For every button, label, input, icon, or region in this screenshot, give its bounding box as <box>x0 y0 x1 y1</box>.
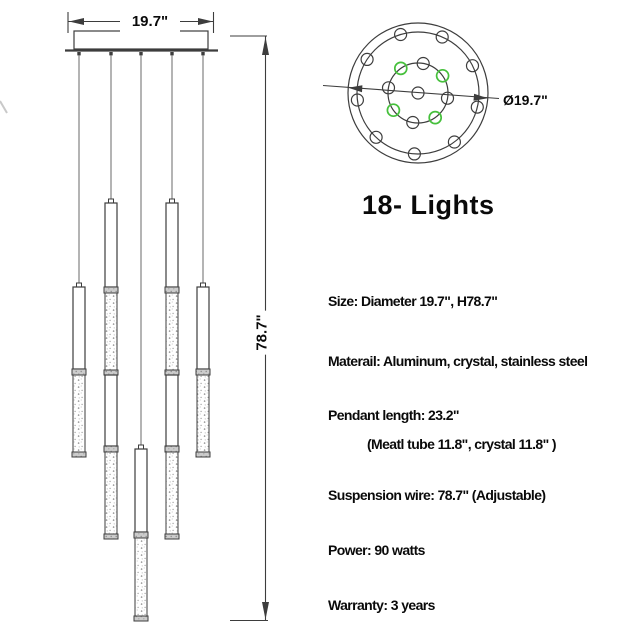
lights-count-title: 18- Lights <box>362 190 495 220</box>
green-light-marker <box>386 103 401 118</box>
spec-pendant-length: Pendant length: 23.2" <box>328 407 460 423</box>
spec-pendant-length-detail: (Meatl tube 11.8", crystal 11.8" ) <box>367 436 557 452</box>
spec-warranty: Warranty: 3 years <box>328 597 435 613</box>
spec-size: Size: Diameter 19.7", H78.7" <box>328 293 498 309</box>
suspension-wires <box>78 55 204 445</box>
width-dim-label: 19.7" <box>120 12 180 32</box>
green-light-marker <box>435 68 450 83</box>
green-light-marker <box>428 110 443 125</box>
scan-artifact <box>0 100 8 114</box>
green-light-marker <box>393 61 408 76</box>
pendant-center <box>133 444 149 622</box>
spec-power: Power: 90 watts <box>328 542 425 558</box>
pendant-right <box>195 282 211 458</box>
height-dim-label: 78.7" <box>240 305 284 359</box>
pendant-stack-right <box>164 198 180 540</box>
diameter-label: Ø19.7" <box>503 92 548 108</box>
pendant-left <box>71 282 87 458</box>
spec-suspension-wire: Suspension wire: 78.7" (Adjustable) <box>328 487 546 503</box>
ceiling-canopy <box>65 30 218 56</box>
spec-material: Materail: Aluminum, crystal, stainless s… <box>328 353 588 369</box>
pendant-stack-left <box>103 198 119 540</box>
top-view-diagram <box>322 22 500 164</box>
